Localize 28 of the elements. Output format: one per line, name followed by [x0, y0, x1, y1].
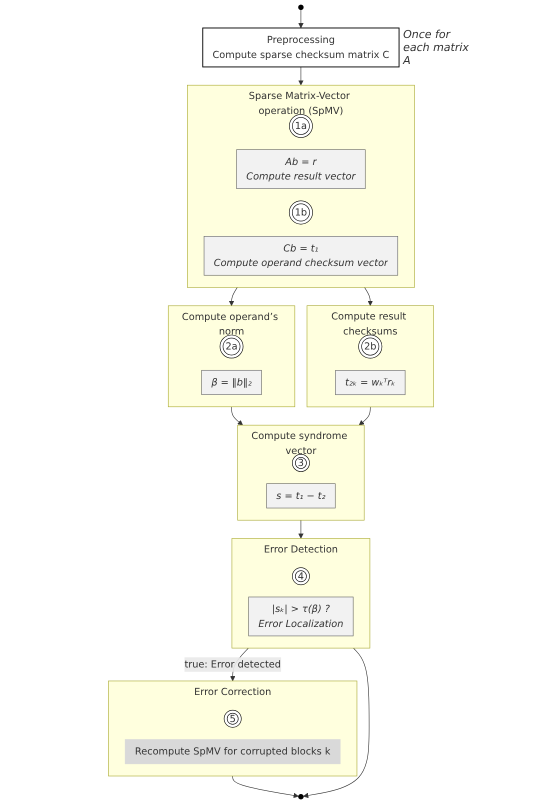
arrow	[228, 287, 238, 306]
node-circle: 2a	[220, 334, 244, 358]
arrow	[303, 648, 370, 798]
node-circle	[298, 4, 304, 10]
arrow	[364, 287, 373, 306]
node-circle: 5	[224, 710, 242, 728]
node-box: Preprocessing Compute sparse checksum matrix C	[202, 28, 400, 68]
node-circle: 4	[292, 567, 310, 586]
node-box: Recompute SpMV for corrupted blocks k	[124, 739, 341, 764]
arrow	[298, 9, 304, 28]
arrow	[358, 406, 371, 426]
arrow	[298, 520, 304, 539]
node-box: Ab = r Compute result vector	[236, 149, 366, 189]
side-note: Once for each matrix A	[403, 28, 470, 67]
node-box: β = ‖b‖₂	[201, 370, 262, 395]
arrow	[298, 66, 304, 86]
node-circle: 1a	[289, 114, 313, 138]
node-circle: 3	[292, 454, 310, 472]
arrow	[232, 776, 299, 798]
edge-label: true: Error detected	[184, 658, 281, 670]
node-box: t₂ₖ = wₖᵀrₖ	[335, 370, 406, 396]
arrow	[231, 406, 243, 426]
node-circle	[298, 794, 304, 800]
node-box: Cb = t₁ Compute operand checksum vector	[204, 236, 398, 276]
node-box: |sₖ| > τ(β) ? Error Localization	[248, 596, 354, 636]
node-box: s = t₁ − t₂	[266, 483, 336, 508]
node-circle: 1b	[288, 200, 313, 224]
node-circle: 2b	[358, 334, 382, 359]
